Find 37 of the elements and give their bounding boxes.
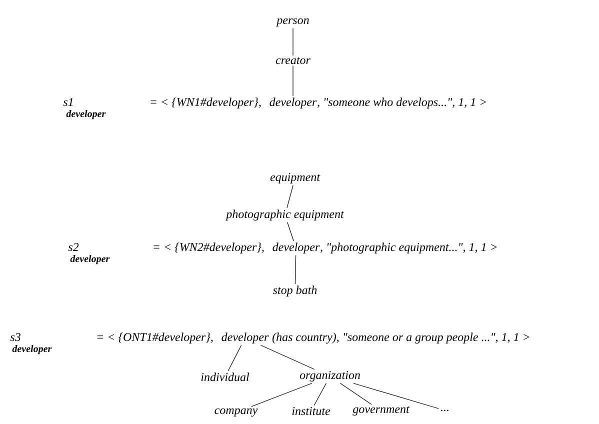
concept-label: stop bath [272,286,317,297]
tuple-text: (has country), "someone or a group people ...", 1, 1 > [272,332,530,344]
sense-symbol: s2 [68,243,79,252]
sense-subscript: developer [66,110,106,120]
concept-label: person [276,18,309,27]
concept-label: ... [441,410,448,412]
tuple-text: = < {WN2#developer}, [154,242,264,254]
concept-label: equipment [270,173,320,184]
connector-line [260,344,315,370]
tuple-text: , "photographic equipment...", 1, 1 > [320,242,497,254]
tuple-term: developer [272,242,320,254]
sense-symbol: s3 [10,333,20,342]
connector-line [340,382,372,405]
tuple-term: developer [270,98,317,109]
tuple-text: = < {ONT1#developer}, [97,332,213,344]
connector-line [250,382,312,407]
connector-line [294,254,296,284]
tuple-text: = < {WN1#developer}, [150,98,261,109]
concept-label: individual [201,372,250,382]
sense-subscript: developer [70,255,110,264]
sense-subscript: developer [12,345,52,354]
connector-line [228,344,242,372]
concept-label: photographic equipment [225,210,344,221]
concept-label: organization [300,371,360,382]
connector-line [292,28,294,56]
concept-label: government [352,406,410,416]
connector-line [287,222,294,242]
connector-line [292,66,294,96]
concept-label: creator [276,57,310,64]
concept-label: institute [292,407,330,416]
connector-line [286,184,294,208]
tuple-text: , "someone who develops...", 1, 1 > [317,98,486,109]
connector-line [314,382,326,406]
connector-line [353,382,440,409]
concept-label: company [214,408,258,417]
sense-symbol: s1 [63,98,73,106]
tuple-term: developer [222,332,269,344]
